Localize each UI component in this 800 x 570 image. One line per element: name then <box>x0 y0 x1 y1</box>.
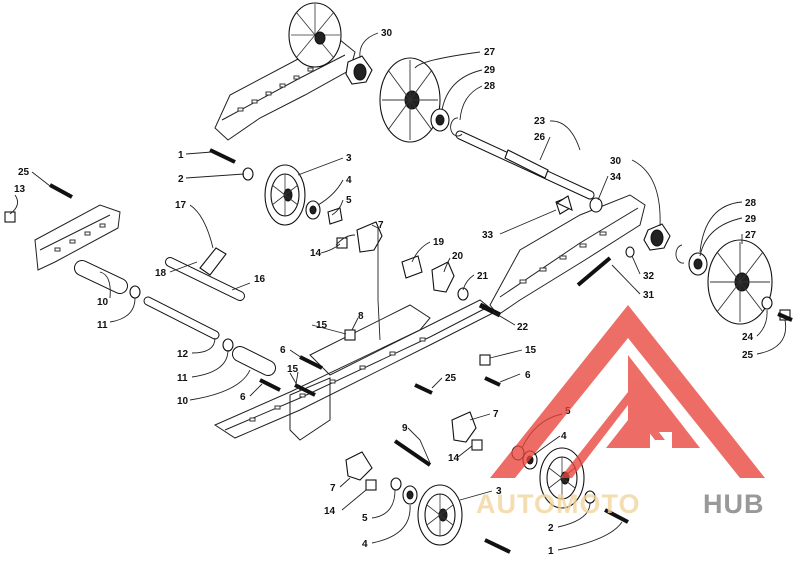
idler-wheel-lower-left <box>417 484 463 546</box>
callout-7-mid: 7 <box>493 409 499 420</box>
callout-6-mid: 6 <box>280 345 286 356</box>
idler-wheel-upper-left <box>264 164 306 226</box>
hardware <box>4 55 793 554</box>
callout-2-lower: 2 <box>548 523 554 534</box>
callout-5-lower: 5 <box>362 513 368 524</box>
callout-30-upper: 30 <box>381 28 393 39</box>
callout-25-right: 25 <box>742 350 754 361</box>
callout-28-upper: 28 <box>484 81 496 92</box>
callout-9: 9 <box>402 423 408 434</box>
callout-4-right: 4 <box>561 431 567 442</box>
callout-16: 16 <box>254 274 266 285</box>
callout-18: 18 <box>155 268 167 279</box>
callout-6-right: 6 <box>525 370 531 381</box>
idler-wheel-right <box>707 239 773 325</box>
callout-29-upper: 29 <box>484 65 496 76</box>
callout-31: 31 <box>643 290 655 301</box>
watermark-text-hub: HUB <box>703 489 765 519</box>
leader-lines <box>9 32 787 551</box>
callout-15-mid: 15 <box>287 364 299 375</box>
callout-2-upper: 2 <box>178 174 184 185</box>
callout-29-right: 29 <box>745 214 757 225</box>
callout-24: 24 <box>742 332 754 343</box>
shafts <box>74 130 612 467</box>
watermark-text-automoto: AUTOMOTO <box>476 489 641 519</box>
callout-19: 19 <box>433 237 445 248</box>
idler-wheel-rear <box>379 57 441 143</box>
callout-28-right: 28 <box>745 198 757 209</box>
callout-12: 12 <box>177 349 189 360</box>
callout-14-upper: 14 <box>310 248 322 259</box>
callout-15-right: 15 <box>525 345 537 356</box>
callout-34: 34 <box>610 172 622 183</box>
callout-3-lower: 3 <box>496 486 502 497</box>
callout-10-lower: 10 <box>177 396 189 407</box>
callout-27-upper: 27 <box>484 47 496 58</box>
callout-21: 21 <box>477 271 489 282</box>
callout-27-right: 27 <box>745 230 757 241</box>
callout-8: 8 <box>358 311 364 322</box>
callout-17: 17 <box>175 200 187 211</box>
callout-13: 13 <box>14 184 26 195</box>
callout-30-right: 30 <box>610 156 622 167</box>
automotohub-watermark: AUTOMOTO HUB <box>476 305 765 519</box>
callout-20: 20 <box>452 251 464 262</box>
callout-22: 22 <box>517 322 529 333</box>
callout-25-mid: 25 <box>445 373 457 384</box>
callout-23: 23 <box>534 116 546 127</box>
center-arm-frame <box>289 304 431 441</box>
right-slide-rail <box>489 194 646 316</box>
callout-32: 32 <box>643 271 655 282</box>
callout-25-left: 25 <box>18 167 30 178</box>
callout-15-left: 15 <box>316 320 328 331</box>
callout-26: 26 <box>534 132 546 143</box>
callout-3-upper: 3 <box>346 153 352 164</box>
callout-33: 33 <box>482 230 494 241</box>
callout-11-upper: 11 <box>97 320 108 331</box>
callout-4-lower: 4 <box>362 539 368 550</box>
callout-14-mid: 14 <box>448 453 460 464</box>
callout-1-upper: 1 <box>178 150 184 161</box>
callout-7-upper: 7 <box>378 220 384 231</box>
callout-6-left: 6 <box>240 392 246 403</box>
callout-4-upper: 4 <box>346 175 352 186</box>
callout-10-upper: 10 <box>97 297 109 308</box>
callout-14-lower: 14 <box>324 506 336 517</box>
left-slide-rail <box>34 204 121 271</box>
watermark-logo-triangle <box>490 305 765 478</box>
callout-11-lower: 11 <box>177 373 188 384</box>
upper-slide-rail <box>214 2 356 141</box>
callout-labels: 1 2 3 4 5 7 13 25 17 18 16 10 11 12 11 1… <box>14 28 757 557</box>
callout-5-upper: 5 <box>346 195 352 206</box>
callout-7-lower: 7 <box>330 483 336 494</box>
callout-1-lower: 1 <box>548 546 554 557</box>
